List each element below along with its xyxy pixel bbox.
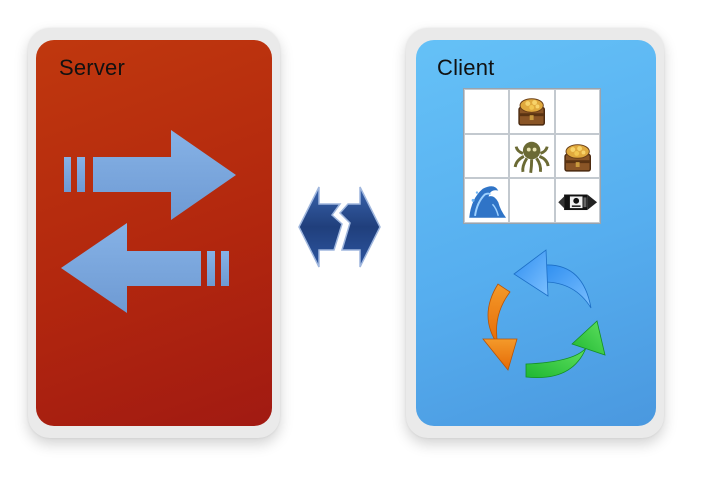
board-cell	[554, 89, 600, 134]
right-arrow-icon	[64, 130, 236, 220]
board-cell	[509, 178, 555, 223]
server-card-body	[36, 40, 272, 426]
treasure-chest-icon	[563, 143, 591, 172]
client-title: Client	[437, 55, 495, 80]
board-cell	[554, 178, 600, 223]
pirate-ship-icon	[557, 194, 597, 211]
left-arrow-icon	[61, 223, 229, 313]
board-cell	[554, 133, 600, 179]
octopus-icon	[514, 141, 550, 173]
server-title: Server	[59, 55, 125, 80]
board-cell	[464, 89, 510, 134]
treasure-chest-icon	[518, 98, 546, 126]
board-cell	[509, 89, 555, 134]
cycle-arrow-blue	[513, 249, 592, 309]
cycle-arrow-green	[525, 320, 606, 379]
game-board	[463, 88, 601, 224]
board-cell	[464, 178, 510, 223]
board-cell	[509, 133, 555, 179]
wave-icon	[469, 186, 507, 219]
cycle-arrow-orange	[482, 283, 518, 371]
board-cell	[464, 133, 510, 179]
